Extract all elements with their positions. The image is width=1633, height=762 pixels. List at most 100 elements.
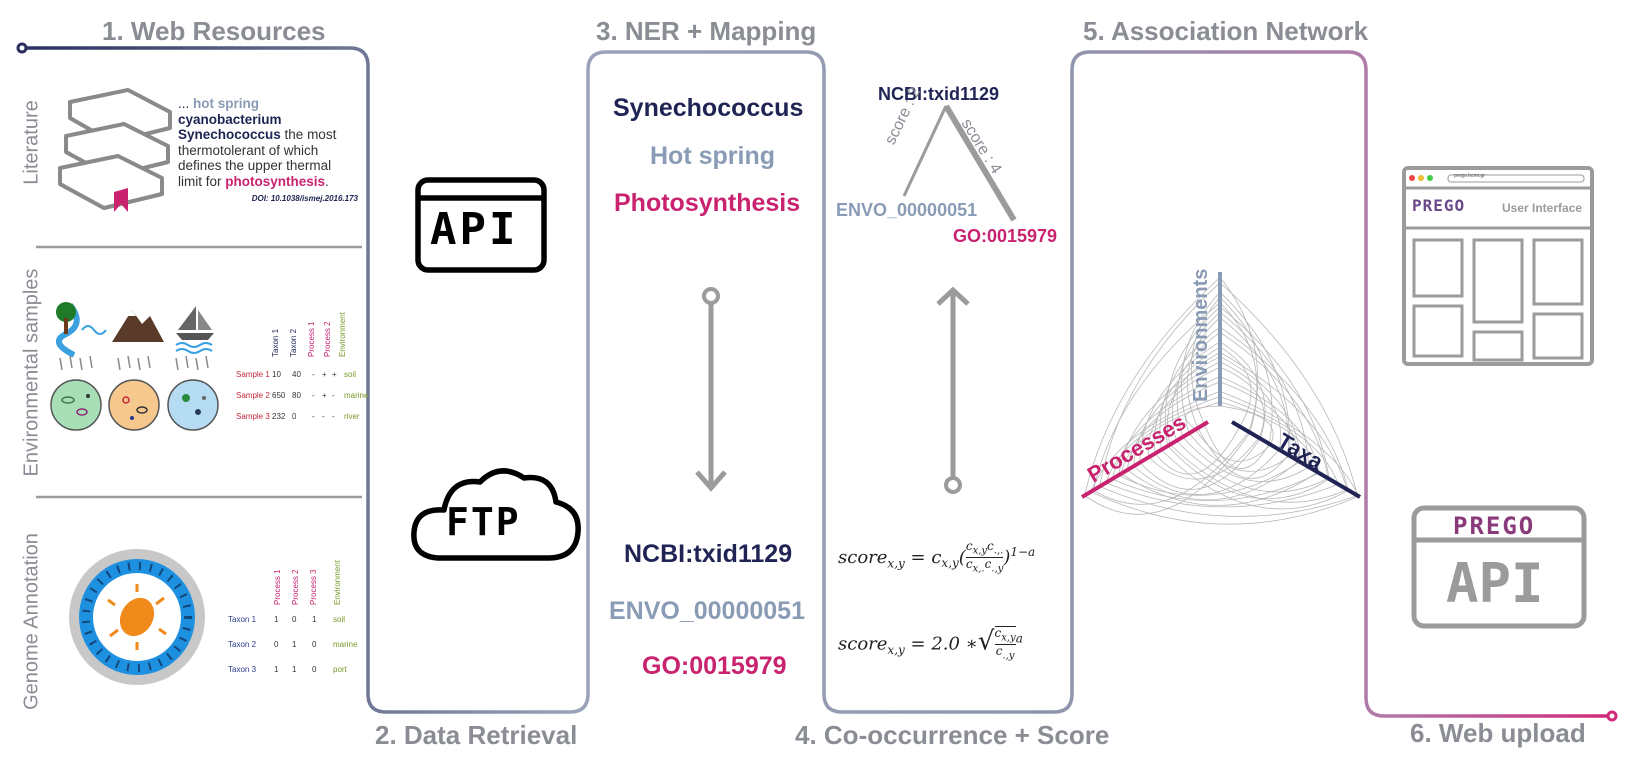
hive-edge <box>1219 311 1310 468</box>
hive-edge <box>1171 331 1221 441</box>
hive-edge <box>1169 444 1348 503</box>
genome-table-col-header: Process 2 <box>291 569 300 605</box>
hive-edge <box>1120 401 1221 474</box>
env-table-row-label: Sample 3 <box>236 412 270 421</box>
hive-edge <box>1219 282 1358 496</box>
lit-synechococcus: Synechococcus <box>178 127 281 142</box>
hive-edge <box>1105 482 1339 508</box>
hive-edge <box>1219 326 1349 491</box>
hive-edge <box>1148 366 1221 458</box>
hive-edge <box>1188 432 1290 472</box>
env-table-col-header: Taxon 2 <box>289 328 298 357</box>
lit-period: . <box>325 173 329 189</box>
hive-edge <box>1219 352 1348 490</box>
edge-taxon-go <box>943 104 1017 222</box>
hive-edge <box>1219 302 1258 432</box>
formula-1-tail: x,y <box>941 555 959 570</box>
env-table-col-header: Process 2 <box>323 321 332 357</box>
hive-edge <box>1099 486 1358 517</box>
hive-edge <box>1154 426 1241 475</box>
books-icon <box>58 88 172 210</box>
hive-edge <box>1112 472 1320 501</box>
hive-edge <box>1219 381 1299 462</box>
browser-url: prego.hcmr.gr <box>1454 173 1485 179</box>
mapping-arrow-down <box>695 287 727 492</box>
flow-start-node <box>16 42 28 54</box>
genome-table-cell: 0 <box>312 640 317 649</box>
header-ner-mapping: 3. NER + Mapping <box>596 16 817 46</box>
env-table-cell: 650 <box>272 391 286 400</box>
env-table-cell: + <box>322 391 327 400</box>
axis-label-environments: Environments <box>1190 268 1212 402</box>
id-ncbi: NCBI:txid1129 <box>624 540 793 568</box>
genome-table-row-label: Taxon 1 <box>228 615 257 624</box>
formula-2-sub: x,y <box>887 642 905 657</box>
hive-edge <box>1090 491 1359 525</box>
formula-1-sub: x,y <box>887 556 905 571</box>
hive-edge <box>1176 440 1329 493</box>
entity-photosynthesis: Photosynthesis <box>614 189 801 217</box>
formula-1: scorex,y = cx,y(cx,yc.,.cx,.c.,y)1−a <box>838 539 1035 576</box>
formula-1-lhs: score <box>838 546 888 568</box>
hive-edge <box>1182 436 1310 482</box>
hive-edge <box>1133 449 1280 495</box>
env-table-col-header: Environment <box>338 311 347 357</box>
genome-table-row-label: Taxon 3 <box>228 665 257 674</box>
petri-dish-orange-icon <box>108 379 160 431</box>
hive-edge <box>1197 427 1289 479</box>
hive-edge <box>1118 356 1221 476</box>
hive-edge <box>1167 445 1330 500</box>
mountain-icon <box>112 310 164 342</box>
flow-end-node <box>1606 710 1618 722</box>
hive-edge <box>1159 326 1221 450</box>
env-table-cell: 232 <box>272 412 286 421</box>
env-table-cell: + <box>332 370 337 379</box>
id-go: GO:0015979 <box>642 652 787 680</box>
hive-edge <box>1219 396 1339 485</box>
formula-1-frac: cx,yc.,.cx,.c.,y <box>965 539 1004 575</box>
header-web-upload: 6. Web upload <box>1410 718 1586 748</box>
hive-edge <box>1164 306 1221 447</box>
prego-logo: PREGO <box>1412 196 1466 215</box>
env-table-cell: soil <box>344 370 356 379</box>
genome-table-cell: soil <box>333 615 345 624</box>
genome-table-col-header: Environment <box>333 559 342 605</box>
env-table-cell: - <box>312 412 315 421</box>
hive-plot <box>1084 277 1360 525</box>
hive-edge <box>1120 471 1318 506</box>
edge-env-taxon <box>902 105 948 197</box>
env-table-col-header: Process 1 <box>307 321 316 357</box>
hive-edge <box>1133 361 1221 467</box>
hive-edge <box>1219 376 1320 474</box>
lit-body: the most thermotolerant of which defines… <box>178 127 337 189</box>
formula-1-paren: ( <box>958 546 966 568</box>
env-table-cell: 0 <box>292 412 297 421</box>
api-card-icon <box>1411 505 1587 629</box>
hive-edge <box>1219 297 1273 444</box>
env-table-cell: 40 <box>292 370 301 379</box>
formula-1-close: ) <box>1003 546 1011 568</box>
env-table-cell: + <box>322 370 327 379</box>
hive-edge <box>1219 390 1360 497</box>
hive-edge <box>1195 429 1271 462</box>
genome-table-row-label: Taxon 2 <box>228 640 257 649</box>
hive-edge <box>1219 361 1281 450</box>
formula-2-rhs: = 2.0 ∗ <box>910 633 978 655</box>
env-table-cell: 10 <box>272 370 281 379</box>
bacterium-icon <box>107 584 167 650</box>
tree-river-icon <box>55 302 107 358</box>
env-table-row-label: Sample 2 <box>236 391 270 400</box>
ftp-label: FTP <box>446 500 521 544</box>
user-interface-label: User Interface <box>1502 201 1583 215</box>
env-table-cell: - <box>312 391 315 400</box>
genome-table-cell: 1 <box>292 665 297 674</box>
env-table-cell: 80 <box>292 391 301 400</box>
hive-edge <box>1219 356 1301 462</box>
hive-edge <box>1219 346 1252 427</box>
genome-table-cell: 1 <box>312 615 317 624</box>
hive-edge <box>1161 449 1349 510</box>
header-data-retrieval: 2. Data Retrieval <box>375 720 578 750</box>
axis-processes <box>1080 420 1210 499</box>
